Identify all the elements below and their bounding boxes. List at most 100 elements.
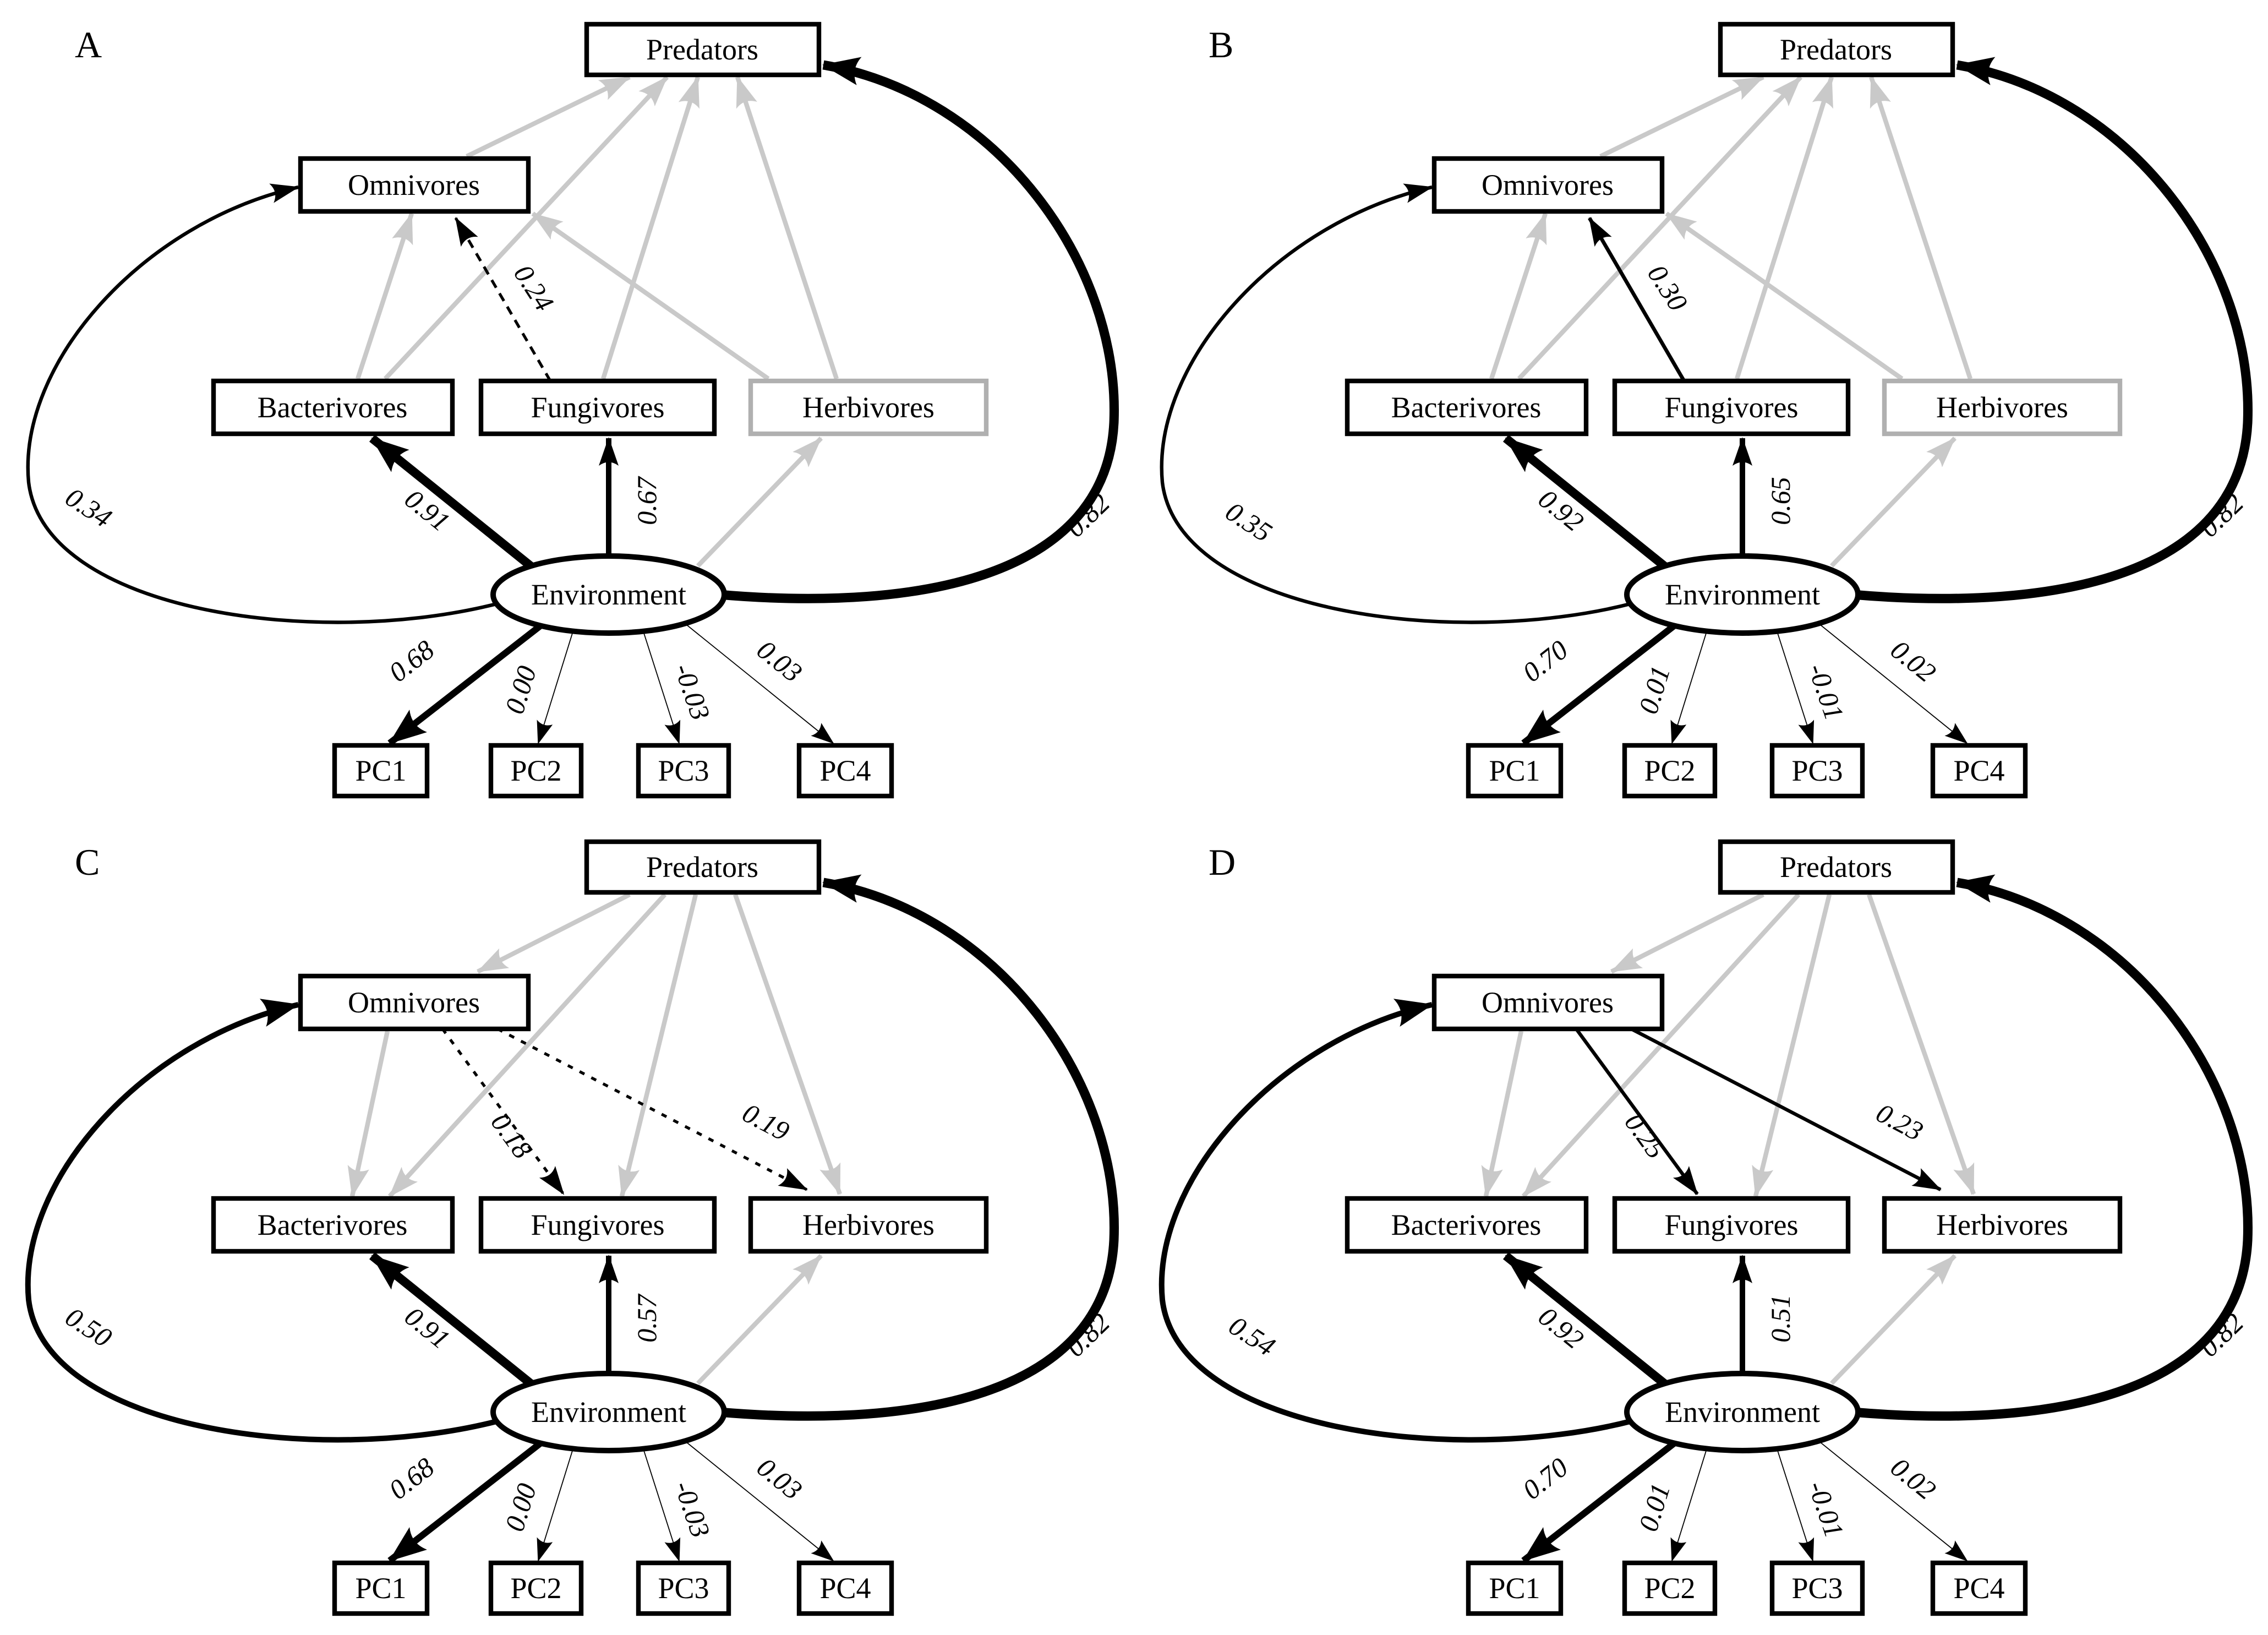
arrow-herbivores-to-omnivores	[1665, 211, 1904, 381]
pc2-label: PC2	[1644, 754, 1695, 787]
predators-box	[584, 839, 822, 895]
coef-omnivores-to-fungivores: 0.18	[485, 1107, 538, 1164]
environment-label: Environment	[531, 578, 686, 611]
arrow-environment-to-herbivores	[696, 437, 823, 568]
arrow-predators-to-fungivores	[618, 894, 698, 1197]
arrow-environment-to-pc4	[673, 614, 834, 744]
bacterivores-box	[211, 1196, 455, 1254]
coef-environment-to-predators: 0.82	[2193, 487, 2249, 543]
arrow-environment-to-predators	[1852, 57, 2253, 603]
bacterivores-label: Bacterivores	[258, 1208, 408, 1241]
arrow-herbivores-to-omnivores	[531, 211, 770, 381]
omnivores-label: Omnivores	[348, 168, 480, 201]
environment-ellipse	[1624, 1371, 1861, 1453]
arrow-omnivores-to-predators	[466, 75, 631, 159]
pc3-label: PC3	[658, 1572, 709, 1605]
arrow-predators-to-omnivores	[477, 892, 631, 974]
coef-environment-to-pc2: 0.01	[1632, 1480, 1676, 1535]
pc4-label: PC4	[819, 754, 871, 787]
arrow-environment-to-herbivores	[696, 1254, 823, 1385]
bacterivores-box	[1345, 1196, 1589, 1254]
arrow-environment-to-pc3	[1776, 629, 1815, 744]
pc3-label: PC3	[1791, 1572, 1843, 1605]
herbivores-label: Herbivores	[802, 1208, 934, 1241]
herbivores-box	[1882, 378, 2123, 437]
herbivores-box	[1882, 1196, 2123, 1254]
pc3-label: PC3	[658, 754, 709, 787]
panel-letter: A	[75, 24, 102, 66]
pc1-box	[332, 1560, 430, 1616]
arrow-bacterivores-to-predators	[1517, 75, 1803, 380]
coef-environment-to-pc1: 0.70	[1517, 634, 1573, 688]
omnivores-box	[298, 156, 531, 214]
pc2-box	[1622, 743, 1718, 799]
coef-environment-to-pc4: 0.02	[1885, 634, 1942, 688]
fungivores-label: Fungivores	[531, 1208, 665, 1241]
fungivores-label: Fungivores	[1665, 1208, 1799, 1241]
fungivores-box	[1612, 378, 1851, 437]
arrow-omnivores-to-herbivores	[1630, 1027, 1942, 1191]
coef-environment-to-pc1: 0.68	[383, 1452, 440, 1506]
arrow-bacterivores-to-omnivores	[356, 212, 414, 380]
fungivores-box	[478, 378, 717, 437]
pc2-label: PC2	[510, 1572, 561, 1605]
arrow-environment-to-pc2	[1670, 1447, 1708, 1562]
coef-environment-to-bacterivores: 0.91	[399, 1300, 456, 1355]
panel-letter: C	[75, 841, 100, 883]
environment-label: Environment	[1665, 1396, 1820, 1429]
arrow-environment-to-pc4	[1807, 614, 1968, 744]
panel-a: A Predators Omnivores Bacterivore	[0, 0, 1134, 818]
pc4-box	[796, 743, 894, 799]
herbivores-box	[748, 378, 989, 437]
arrow-environment-to-pc3	[642, 1447, 681, 1562]
pc2-label: PC2	[510, 754, 561, 787]
arrow-fungivores-to-predators	[600, 76, 701, 380]
pc4-box	[1930, 743, 2028, 799]
coef-environment-to-omnivores: 0.50	[60, 1301, 117, 1353]
arrow-omnivores-to-herbivores	[496, 1027, 808, 1191]
environment-label: Environment	[531, 1396, 686, 1429]
coef-environment-to-pc4: 0.03	[751, 634, 808, 688]
coef-environment-to-pc1: 0.68	[383, 634, 440, 688]
coef-environment-to-pc3: -0.01	[1802, 660, 1850, 724]
panel-d: D Predators Omnivores Bacterivores Fungi…	[1134, 818, 2267, 1635]
omnivores-label: Omnivores	[348, 986, 480, 1019]
omnivores-box	[1431, 156, 1665, 214]
arrow-omnivores-to-fungivores	[1575, 1028, 1699, 1195]
arrow-predators-to-omnivores	[1610, 892, 1764, 974]
arrow-environment-to-pc3	[1776, 1447, 1815, 1562]
arrow-omnivores-to-bacterivores	[1481, 1031, 1524, 1197]
pc2-box	[488, 1560, 584, 1616]
arrow-omnivores-to-bacterivores	[347, 1031, 390, 1197]
pc3-box	[1769, 743, 1865, 799]
arrow-environment-to-omnivores	[1160, 183, 1633, 624]
arrow-environment-to-predators	[1852, 874, 2253, 1421]
arrow-environment-to-predators	[718, 57, 1119, 603]
coef-environment-to-pc3: -0.03	[669, 660, 717, 724]
pc4-box	[1930, 1560, 2028, 1616]
arrow-environment-to-pc2	[1670, 629, 1708, 744]
arrow-fungivores-to-omnivores	[454, 217, 552, 382]
coef-environment-to-fungivores: 0.51	[1765, 1294, 1796, 1343]
arrow-environment-to-pc4	[1807, 1431, 1968, 1562]
pc3-label: PC3	[1791, 754, 1843, 787]
arrow-herbivores-to-predators	[1869, 76, 1972, 380]
predators-box	[1718, 21, 1955, 78]
fungivores-label: Fungivores	[1665, 391, 1799, 424]
pc1-label: PC1	[1489, 1572, 1540, 1605]
arrow-environment-to-pc3	[642, 629, 681, 744]
arrow-environment-to-omnivores	[25, 999, 500, 1443]
arrow-fungivores-to-omnivores	[1588, 217, 1686, 382]
arrow-environment-to-bacterivores	[369, 434, 534, 570]
coef-environment-to-pc4: 0.03	[751, 1451, 808, 1506]
coef-environment-to-pc1: 0.70	[1517, 1452, 1573, 1506]
predators-label: Predators	[1780, 851, 1892, 884]
coef-environment-to-pc3: -0.03	[669, 1477, 717, 1541]
arrow-predators-to-herbivores	[1867, 893, 1976, 1195]
pc4-label: PC4	[1953, 754, 2004, 787]
arrow-environment-to-pc4	[673, 1431, 834, 1562]
coef-omnivores-to-herbivores: 0.23	[1871, 1097, 1928, 1147]
fungivores-box	[1612, 1196, 1851, 1254]
arrow-environment-to-pc1	[1521, 620, 1680, 746]
panel-letter: B	[1209, 24, 1233, 66]
